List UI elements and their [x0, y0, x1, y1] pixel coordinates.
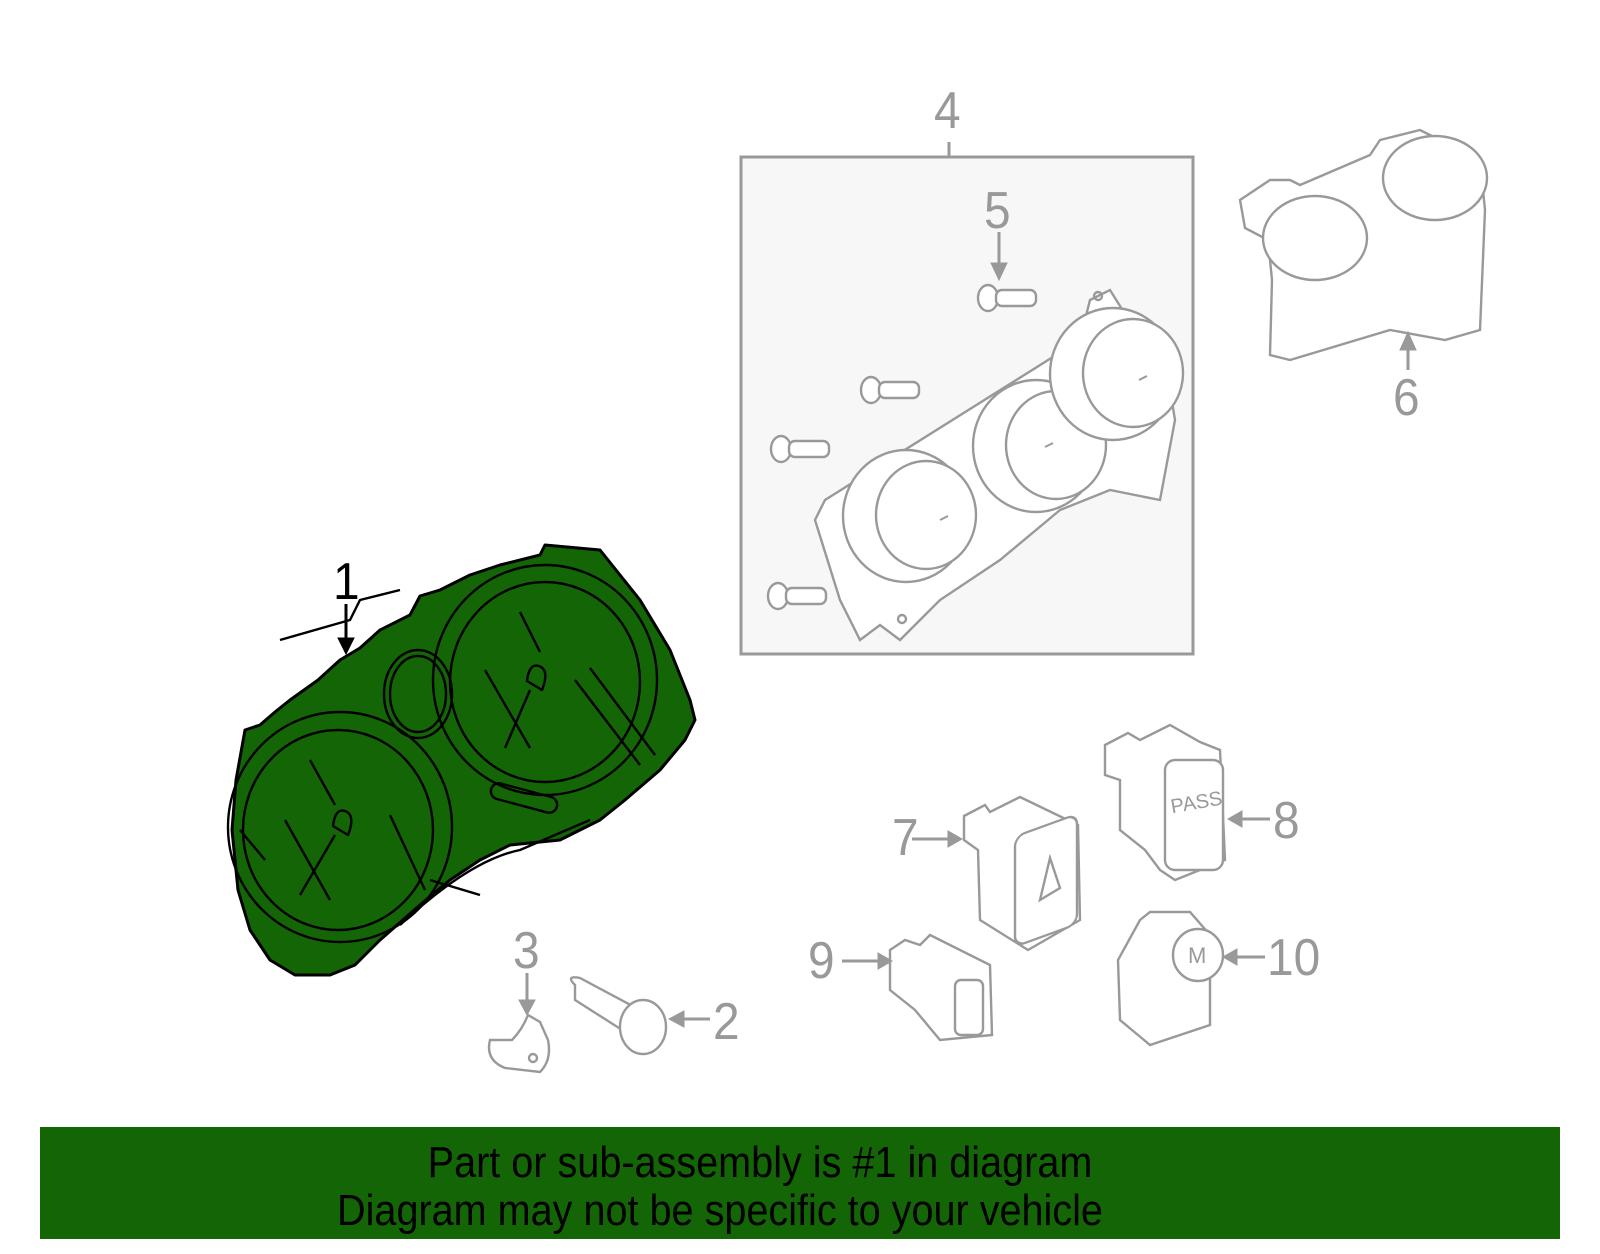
callout-8[interactable]: 8	[1273, 792, 1300, 850]
leader-arrow-3	[518, 973, 536, 1017]
leader-arrow-6	[1399, 330, 1417, 370]
part-5-screws[interactable]	[766, 283, 1038, 611]
callout-2[interactable]: 2	[713, 993, 740, 1051]
callout-5[interactable]: 5	[984, 182, 1011, 240]
info-banner: Part or sub-assembly is #1 in diagram Di…	[40, 1127, 1560, 1239]
leader-arrow-5	[990, 232, 1008, 282]
leader-arrow-1	[337, 604, 355, 656]
part-9-switch[interactable]	[888, 933, 994, 1042]
callout-7[interactable]: 7	[892, 809, 919, 867]
leader-arrow-10	[1221, 948, 1265, 966]
banner-line-disclaimer: Diagram may not be specific to your vehi…	[337, 1186, 1103, 1235]
part-7-hazard-switch[interactable]	[962, 795, 1082, 952]
part-3-clip[interactable]	[487, 1013, 551, 1074]
callout-10[interactable]: 10	[1267, 929, 1321, 987]
callout-1[interactable]: 1	[333, 553, 360, 611]
callout-3[interactable]: 3	[513, 922, 540, 980]
leader-arrow-2	[667, 1010, 710, 1028]
banner-line-part-number: Part or sub-assembly is #1 in diagram	[427, 1138, 1093, 1187]
part-2-screw[interactable]	[569, 976, 668, 1056]
part-6-gauge-housing[interactable]	[1238, 128, 1489, 362]
part-10-mirror-switch[interactable]: M	[1116, 910, 1225, 1047]
callout-4[interactable]: 4	[934, 82, 961, 140]
leader-arrow-9	[842, 952, 894, 970]
part-4-climate-control[interactable]	[813, 288, 1185, 642]
leader-arrow-7	[912, 830, 964, 848]
callout-9[interactable]: 9	[808, 932, 835, 990]
part-8-passenger-airbag-indicator[interactable]: PASS	[1103, 723, 1227, 882]
part-1-instrument-cluster[interactable]	[226, 543, 697, 977]
leader-arrow-8	[1226, 810, 1270, 828]
svg-text:M: M	[1188, 943, 1206, 968]
callout-6[interactable]: 6	[1393, 369, 1420, 427]
